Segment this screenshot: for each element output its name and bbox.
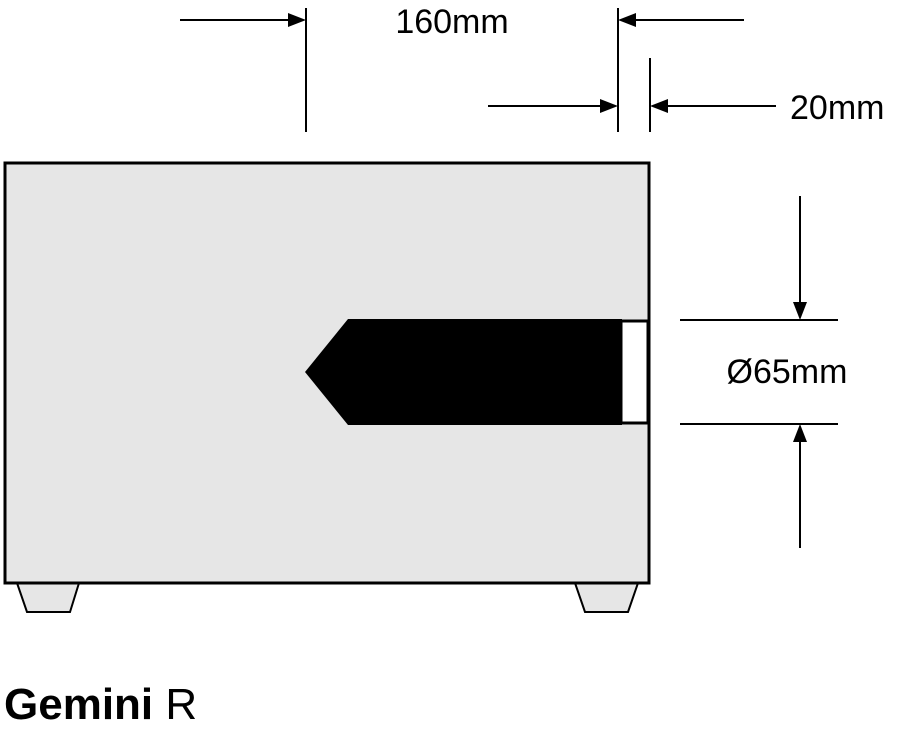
depth-arrowhead-left [288, 13, 306, 27]
cabinet-foot-left [15, 582, 81, 613]
product-variant: R [165, 680, 198, 729]
port-offset-arrowhead-left [600, 99, 618, 113]
product-name: Gemini [4, 680, 154, 729]
port-offset-label: 20mm [790, 89, 884, 127]
port-offset-arrowhead-right [650, 99, 668, 113]
bass-port-opening [619, 319, 650, 425]
depth-label: 160mm [395, 3, 508, 41]
bass-port-tube [305, 319, 622, 425]
cabinet-foot-right [573, 582, 640, 613]
diameter-arrowhead-top [793, 302, 807, 320]
port-diameter-label: Ø65mm [727, 353, 848, 391]
diameter-arrowhead-bottom [793, 424, 807, 442]
product-title: Gemini R [4, 680, 197, 730]
depth-arrowhead-right [618, 13, 636, 27]
